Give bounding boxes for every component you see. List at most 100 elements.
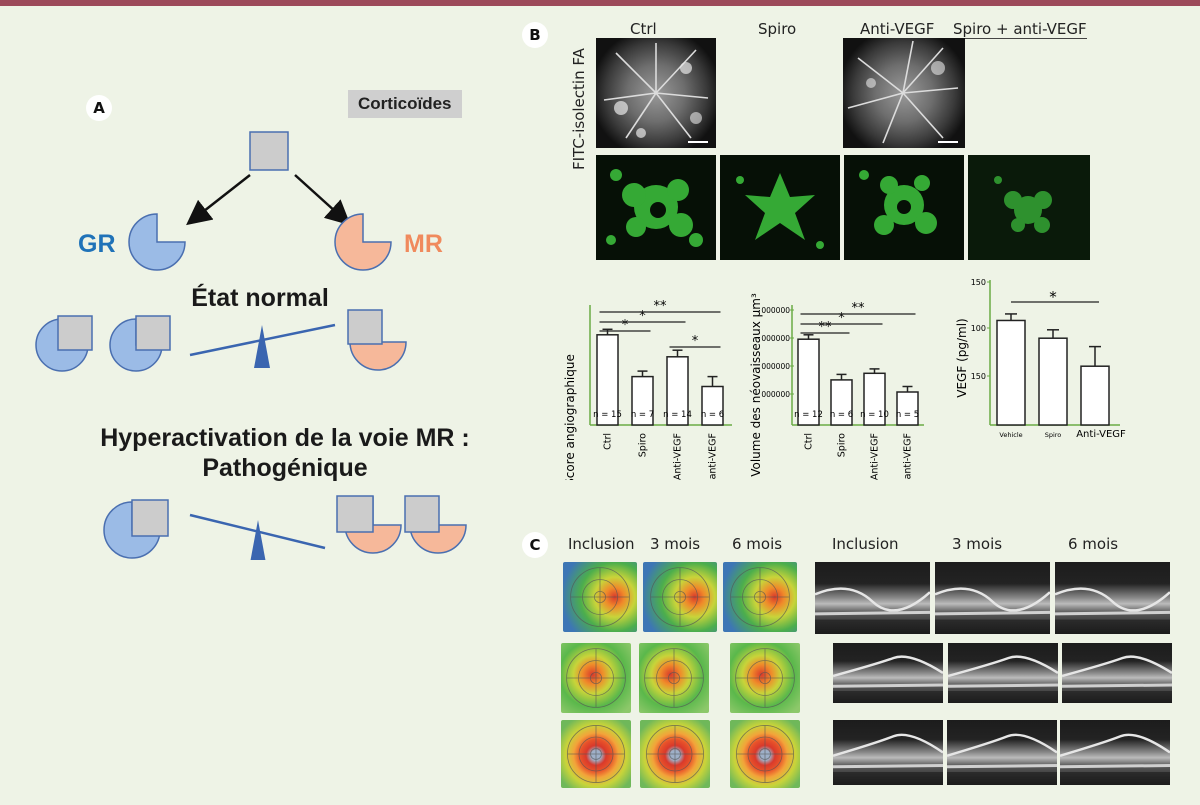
oct-scan-r2-c1 [947, 720, 1057, 785]
vegf-ytick-2: 150 [971, 372, 986, 381]
col-label-spiro: Spiro [758, 20, 797, 38]
lectin-image-spiro-antivegf [968, 155, 1090, 260]
oct-scan-r2-c2 [1060, 720, 1170, 785]
col-label-antivegf: Anti-VEGF [860, 20, 935, 38]
panel-a-diagram [35, 131, 467, 560]
thickness-map-r1-c1 [639, 643, 709, 713]
vegf-ytick-1: 100 [971, 324, 986, 333]
thickness-map-r1-c2 [730, 643, 800, 713]
volume-marks-n-label-0: n = 12 [794, 410, 823, 420]
top-border [0, 0, 1200, 6]
angio-marks-n-label-1: n = 7 [631, 410, 654, 420]
fa-image-ctrl [596, 38, 716, 148]
volume-marks-category-2: Anti-VEGF [870, 433, 881, 480]
volume-marks-sig-star-1: * [838, 311, 845, 326]
chart-volume: Volume des néovaisseaux µm³ 000000 000000… [749, 293, 924, 480]
vegf-bar-0 [996, 319, 1026, 426]
col-label-spiro-antivegf: Spiro + anti-VEGF [953, 20, 1087, 39]
vegf-ytick-0: 150 [971, 278, 986, 287]
col-label-ctrl: Ctrl [630, 20, 657, 38]
chart-vegf: VEGF (pg/ml) 150 100 150 Vehicle Spiro Anti-… [955, 278, 1126, 440]
angio-marks-category-2: Anti-VEGF [673, 433, 684, 480]
c-right-label-6mois: 6 mois [1068, 535, 1119, 553]
angio-marks-n-label-3: n = 6 [701, 410, 724, 420]
angio-marks-category-1: Spiro [638, 433, 649, 457]
volume-marks-sig-star-0: ** [819, 320, 833, 335]
angio-marks-sig-star-3: * [692, 334, 699, 349]
volume-marks-bar-0 [797, 338, 820, 426]
normal-state-title: État normal [191, 284, 329, 312]
c-right-label-inclusion: Inclusion [832, 535, 899, 553]
fa-row-label: FITC-isolectin FA [570, 48, 588, 170]
thickness-map-r2-c1 [640, 720, 710, 788]
gr-receptor-normal-1 [35, 318, 89, 372]
volume-marks-category-1: Spiro [837, 433, 848, 457]
volume-ytick-3: 000000 [761, 390, 790, 399]
volume-marks-n-label-2: n = 10 [860, 410, 889, 420]
lectin-image-ctrl [596, 155, 716, 260]
volume-ytick-1: 000000 [761, 334, 790, 343]
volume-ytick-2: 000000 [761, 362, 790, 371]
oct-scan-r0-c0 [815, 562, 930, 634]
c-left-label-inclusion: Inclusion [568, 535, 635, 553]
c-right-label-3mois: 3 mois [952, 535, 1003, 553]
ligand-hyper-1 [131, 499, 169, 537]
angio-marks-category-0: Ctrl [603, 433, 614, 450]
vegf-ylabel: VEGF (pg/ml) [955, 318, 969, 397]
vegf-category-1: Spiro [1045, 431, 1062, 439]
vegf-category-2: Anti-VEGF [1076, 429, 1126, 440]
mr-label: MR [404, 230, 443, 258]
oct-scan-r1-c2 [1062, 643, 1172, 703]
thickness-map-r2-c2 [730, 720, 800, 788]
volume-marks-sig-star-2: ** [852, 301, 866, 316]
mr-receptor [334, 213, 392, 271]
thickness-map-r0-c1 [643, 562, 717, 632]
vegf-bar-1 [1038, 337, 1068, 426]
thickness-map-r0-c0 [563, 562, 637, 632]
volume-marks-category-3: Spiro + anti-VEGF [903, 433, 914, 480]
angio-marks-sig-star-0: * [622, 318, 629, 333]
fa-image-antivegf [843, 38, 965, 148]
ligand-normal-3 [347, 309, 383, 345]
ligand-normal-2 [135, 315, 171, 351]
hyper-title-line2: Pathogénique [202, 454, 368, 482]
angio-marks-sig-star-2: ** [654, 299, 668, 314]
gr-receptor [128, 213, 186, 271]
angio-marks-sig-star-1: * [639, 309, 646, 324]
vegf-category-0: Vehicle [999, 431, 1022, 439]
ligand-hyper-3 [404, 495, 440, 533]
panel-a-badge: A [86, 95, 112, 121]
volume-ylabel: Volume des néovaisseaux µm³ [749, 293, 763, 477]
gr-label: GR [78, 230, 116, 258]
gr-receptor-normal-2 [109, 318, 163, 372]
volume-ytick-0: 000000 [761, 306, 790, 315]
panel-c-badge: C [522, 532, 548, 558]
corticoides-label: Corticoïdes [348, 90, 462, 118]
c-left-label-3mois: 3 mois [650, 535, 701, 553]
vegf-bar-2 [1080, 365, 1110, 426]
angio-marks-n-label-0: n = 15 [593, 410, 622, 420]
volume-marks-n-label-1: n = 6 [830, 410, 853, 420]
thickness-map-r2-c0 [561, 720, 631, 788]
oct-scan-r1-c0 [833, 643, 943, 703]
lectin-image-spiro [720, 155, 840, 260]
fulcrum-normal [254, 325, 270, 368]
volume-marks-category-0: Ctrl [804, 433, 815, 450]
oct-scan-r0-c1 [935, 562, 1050, 634]
oct-scan-r2-c0 [833, 720, 943, 785]
angio-marks-category-3: Spiro + anti-VEGF [708, 433, 719, 480]
volume-marks-bar-3 [896, 391, 919, 426]
lectin-image-antivegf [844, 155, 964, 260]
thickness-map-r0-c2 [723, 562, 797, 632]
thickness-map-r1-c0 [561, 643, 631, 713]
ligand-hyper-2 [336, 495, 374, 533]
panel-b-badge: B [522, 22, 548, 48]
c-left-label-6mois: 6 mois [732, 535, 783, 553]
ligand-normal-1 [57, 315, 93, 351]
angio-marks-n-label-2: n = 14 [663, 410, 692, 420]
ligand-square-top [249, 131, 289, 171]
oct-scan-r0-c2 [1055, 562, 1170, 634]
hyper-title-line1: Hyperactivation de la voie MR : [100, 424, 470, 452]
arrow-to-gr [186, 174, 251, 226]
